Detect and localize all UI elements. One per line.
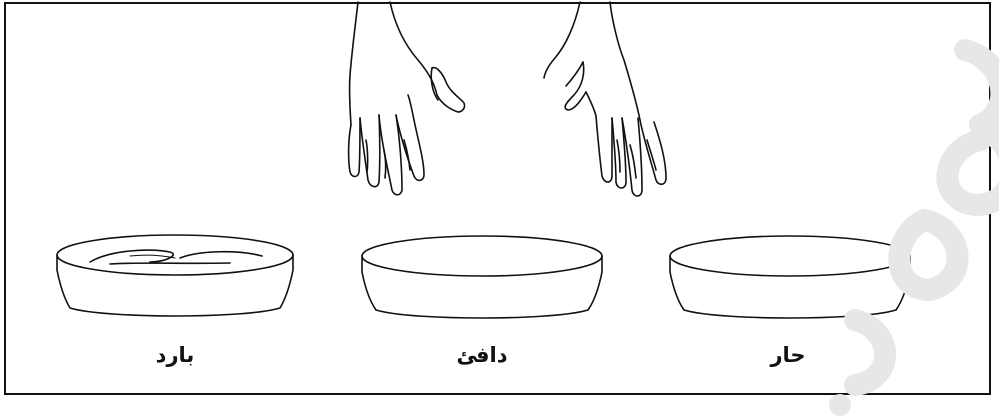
- warm-bowl-icon: [362, 236, 602, 318]
- hot-label: حار: [718, 340, 858, 370]
- cold-label: بارد: [105, 340, 245, 370]
- cold-bowl-icon: [57, 235, 293, 316]
- warm-label: دافئ: [412, 340, 552, 370]
- hot-bowl-icon: [670, 236, 910, 318]
- right-hand-icon: [544, 2, 666, 196]
- left-hand-icon: [349, 2, 465, 195]
